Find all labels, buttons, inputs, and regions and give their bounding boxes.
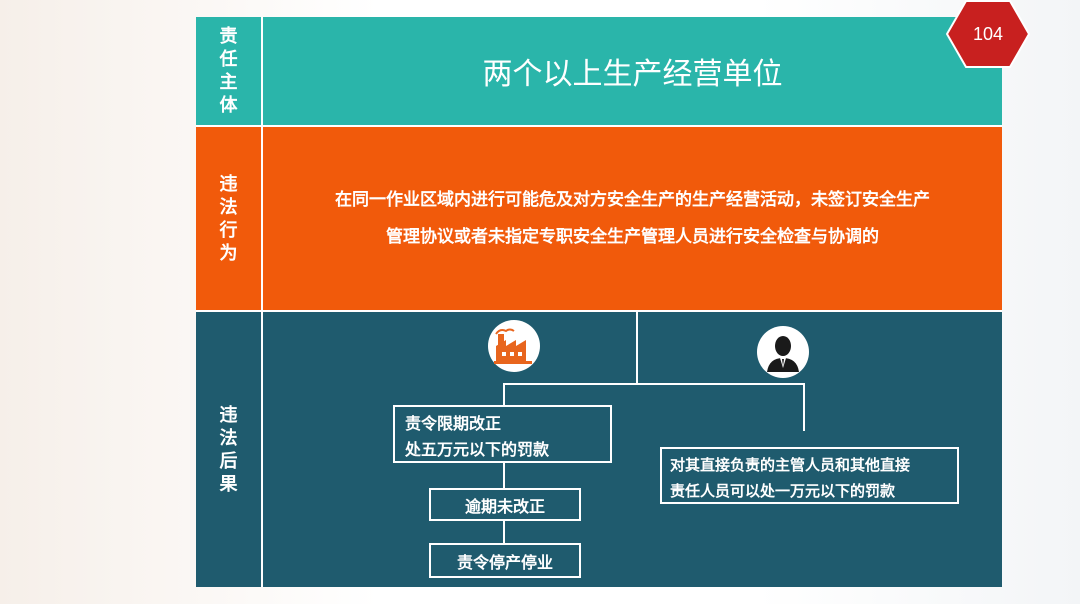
person-penalty-line: 责任人员可以处一万元以下的罚款 [670, 482, 896, 500]
person-icon-circle [757, 326, 809, 378]
overdue-box-label: 逾期未改正 [464, 496, 545, 516]
behavior-content: 在同一作业区域内进行可能危及对方安全生产的生产经营活动，未签订安全生产 管理协议… [263, 127, 1002, 310]
connector-unit-to-overdue [503, 463, 505, 488]
person-penalty-box: 对其直接负责的主管人员和其他直接 责任人员可以处一万元以下的罚款 [660, 447, 959, 504]
suspend-box-label: 责令停产停业 [456, 552, 553, 572]
row-divider-1 [196, 125, 1002, 127]
page-badge-hexagon [946, 0, 1030, 68]
behavior-line: 管理协议或者未指定专职安全生产管理人员进行安全检查与协调的 [386, 226, 879, 247]
subject-label-char: 任 [219, 49, 238, 70]
behavior-row [196, 127, 1002, 310]
consequence-label-char: 违 [219, 404, 238, 426]
page-number: 104 [972, 23, 1004, 44]
subject-label-char: 责 [219, 26, 238, 47]
connector-overdue-to-suspend [503, 521, 505, 543]
behavior-label: 违 法 行 为 [196, 127, 261, 310]
behavior-label-char: 法 [219, 196, 238, 218]
behavior-label-char: 为 [219, 242, 238, 264]
factory-icon [494, 328, 532, 364]
behavior-label-char: 违 [219, 173, 238, 195]
consequence-label-char: 果 [219, 473, 238, 495]
consequence-label-char: 法 [219, 427, 238, 449]
connector-left-drop [503, 383, 505, 405]
consequence-label: 违 法 后 果 [196, 312, 261, 587]
subject-content: 两个以上生产经营单位 [482, 57, 783, 92]
connector-right-drop [803, 383, 805, 431]
subject-row [196, 17, 1002, 125]
unit-penalty-line: 责令限期改正 [405, 414, 502, 433]
person-icon [767, 336, 799, 372]
connector-horizontal [503, 383, 805, 385]
column-divider [261, 17, 263, 587]
behavior-line: 在同一作业区域内进行可能危及对方安全生产的生产经营活动，未签订安全生产 [335, 189, 930, 210]
subject-label: 责 任 主 体 [196, 17, 261, 125]
consequence-row [196, 312, 1002, 587]
unit-penalty-line: 处五万元以下的罚款 [405, 440, 550, 459]
factory-icon-circle [488, 320, 540, 372]
person-penalty-line: 对其直接负责的主管人员和其他直接 [670, 456, 911, 474]
consequence-label-char: 后 [219, 450, 238, 472]
connector-main-vertical [636, 312, 638, 384]
subject-label-char: 主 [219, 72, 238, 93]
row-divider-2 [196, 310, 1002, 312]
overdue-box: 逾期未改正 [429, 488, 581, 521]
suspend-box: 责令停产停业 [429, 543, 581, 578]
behavior-label-char: 行 [219, 219, 238, 241]
subject-label-char: 体 [219, 95, 238, 116]
unit-penalty-box: 责令限期改正 处五万元以下的罚款 [393, 405, 612, 463]
